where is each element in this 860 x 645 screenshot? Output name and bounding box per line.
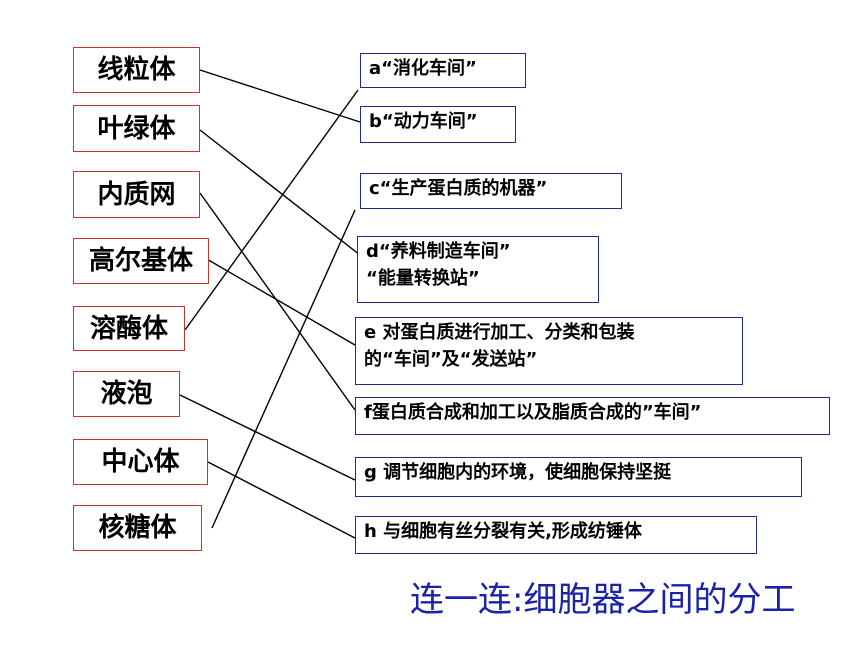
function-f-text: f蛋白质合成和加工以及脂质合成的”车间” bbox=[364, 402, 702, 423]
organelle-vacuole[interactable]: 液泡 bbox=[73, 371, 180, 417]
function-d-line1: d“养料制造车间” bbox=[366, 241, 511, 262]
link-lysosome-a bbox=[184, 89, 359, 331]
function-f[interactable]: f蛋白质合成和加工以及脂质合成的”车间” bbox=[355, 397, 830, 435]
organelle-centrosome[interactable]: 中心体 bbox=[73, 439, 208, 485]
function-e-line2: 的“车间”及“发送站” bbox=[364, 349, 538, 370]
function-a-text: a“消化车间” bbox=[369, 58, 477, 79]
organelle-lysosome[interactable]: 溶酶体 bbox=[73, 306, 185, 351]
function-c[interactable]: c“生产蛋白质的机器” bbox=[360, 173, 622, 209]
function-d[interactable]: d“养料制造车间” “能量转换站” bbox=[357, 236, 599, 303]
organelle-chloroplast[interactable]: 叶绿体 bbox=[73, 105, 200, 152]
organelle-mitochondria[interactable]: 线粒体 bbox=[73, 47, 200, 93]
organelle-golgi[interactable]: 高尔基体 bbox=[73, 238, 209, 284]
link-ribosome-c bbox=[211, 209, 356, 529]
function-e[interactable]: e 对蛋白质进行加工、分类和包装 的“车间”及“发送站” bbox=[355, 317, 743, 385]
function-g-text: g 调节细胞内的环境，使细胞保持坚挺 bbox=[364, 462, 672, 483]
function-d-line2: “能量转换站” bbox=[366, 268, 480, 289]
link-mitochondria-b bbox=[199, 69, 361, 123]
organelle-er[interactable]: 内质网 bbox=[73, 171, 200, 218]
link-golgi-e bbox=[204, 257, 356, 346]
function-h[interactable]: h 与细胞有丝分裂有关,形成纺锤体 bbox=[355, 516, 757, 554]
function-c-text: c“生产蛋白质的机器” bbox=[369, 178, 548, 199]
link-chloroplast-d bbox=[199, 129, 361, 256]
function-a[interactable]: a“消化车间” bbox=[360, 53, 526, 88]
link-centrosome-h bbox=[207, 461, 356, 539]
function-b[interactable]: b“动力车间” bbox=[360, 106, 516, 143]
function-h-text: h 与细胞有丝分裂有关,形成纺锤体 bbox=[364, 521, 642, 542]
organelle-ribosome[interactable]: 核糖体 bbox=[73, 505, 202, 551]
function-b-text: b“动力车间” bbox=[369, 111, 478, 132]
link-er-f bbox=[199, 192, 356, 411]
function-e-line1: e 对蛋白质进行加工、分类和包装 bbox=[364, 322, 635, 343]
function-g[interactable]: g 调节细胞内的环境，使细胞保持坚挺 bbox=[355, 457, 802, 497]
page-title: 连一连:细胞器之间的分工 bbox=[410, 580, 796, 620]
link-vacuole-g bbox=[179, 394, 356, 481]
